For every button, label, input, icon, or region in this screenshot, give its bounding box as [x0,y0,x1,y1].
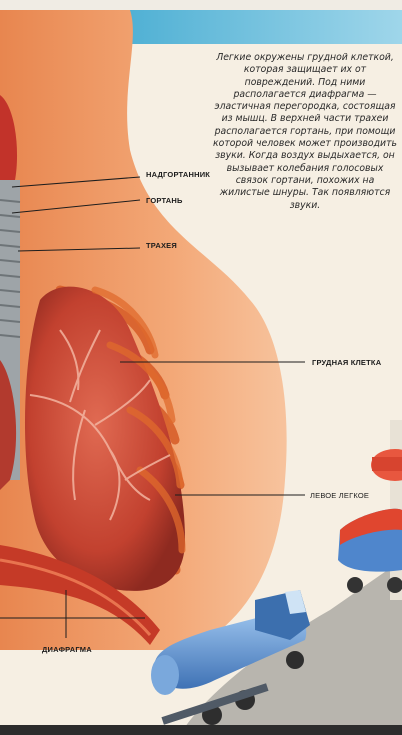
label-epiglottis: НАДГОРТАННИК [146,170,210,179]
label-trachea: ТРАХЕЯ [146,241,177,250]
label-rib-cage: ГРУДНАЯ КЛЕТКА [312,358,381,367]
label-larynx: ГОРТАНЬ [146,196,183,205]
description-text: Легкие окружены грудной клеткой, которая… [212,52,398,212]
tanker-truck-right [338,509,402,593]
red-tanker-top [371,449,402,481]
label-left-lung: ЛЕВОЕ ЛЕГКОЕ [310,491,369,500]
label-diaphragm: ДИАФРАГМА [42,645,92,654]
